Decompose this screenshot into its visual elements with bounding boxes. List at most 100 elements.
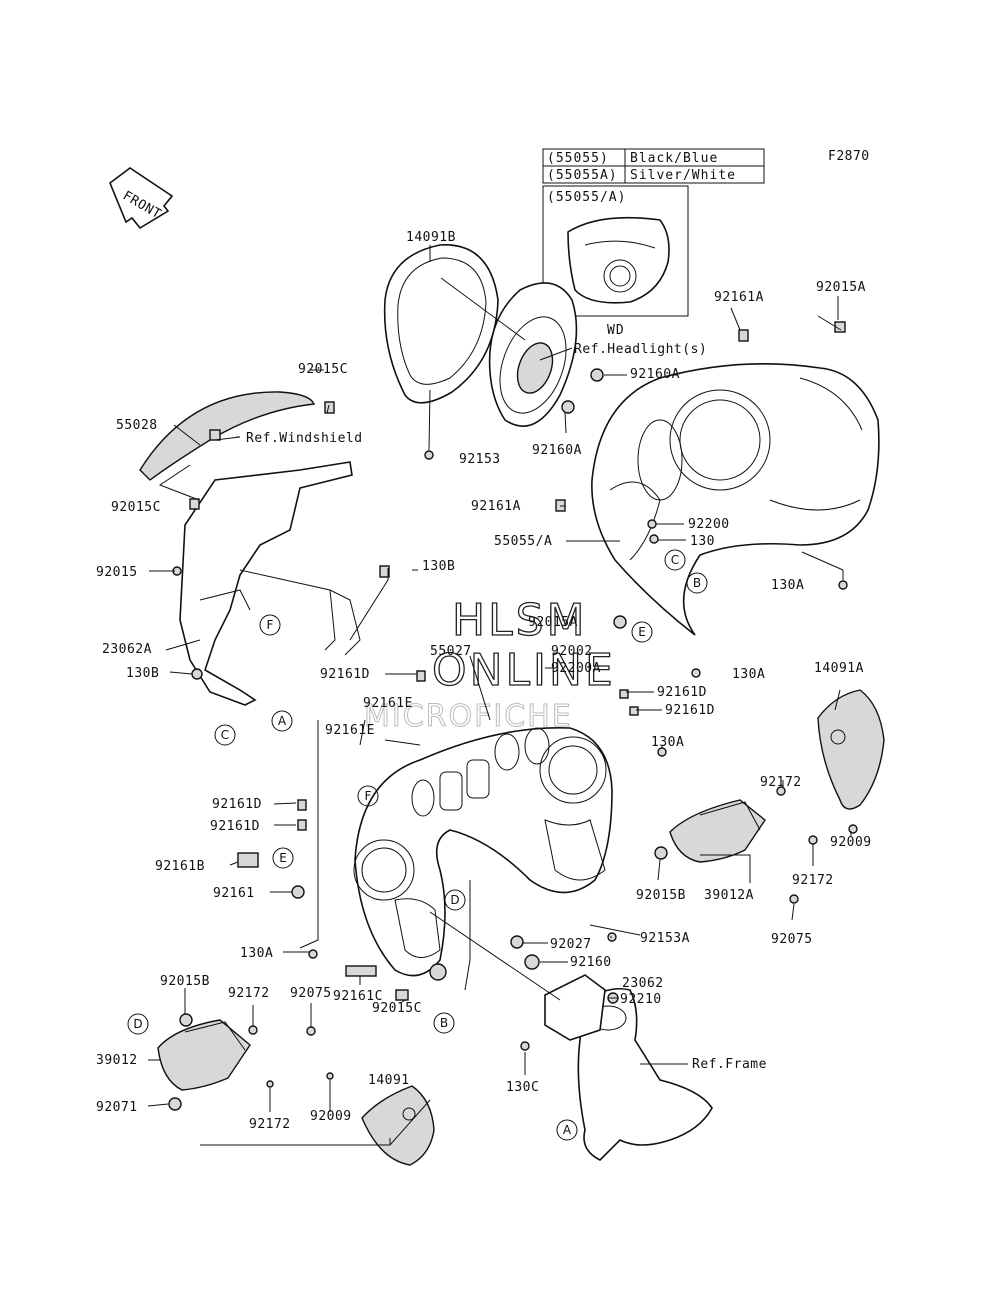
part-label: 92161B [155,859,205,874]
color-row-2-color: Silver/White [630,168,736,183]
inset-caption: WD [607,323,625,338]
part-label: 92161E [363,696,413,711]
callout-c-2 [664,549,686,571]
part-label: 92161A [471,499,521,514]
headlight-housing [488,282,578,427]
part-label: 92172 [228,986,270,1001]
part-label: 92161D [212,797,262,812]
part-label: 14091 [368,1073,410,1088]
part-label: 55028 [116,418,158,433]
part-label: 92161D [665,703,715,718]
part-label: 23062 [622,976,664,991]
part-label: 92161A [714,290,764,305]
color-table: (55055) Black/Blue (55055A) Silver/White… [542,148,765,338]
part-label: 130B [126,666,159,681]
callout-a-2 [556,1119,578,1141]
part-label: 92015A [528,615,578,630]
watermark-line-1: HLSM [452,595,588,646]
part-label: 92172 [792,873,834,888]
leader-lines [147,245,852,1146]
watermark-line-2: ONLINE [432,645,616,696]
speaker-grill-right [817,689,885,810]
part-label: 92210 [620,992,662,1007]
callout-f-1-label: F [267,618,274,632]
callout-circles: F C A C B E F E D B D A [127,549,708,1141]
windshield-trim [139,391,315,481]
ref-headlight: Ref.Headlight(s) [574,342,707,357]
speaker-box-right [669,799,766,863]
part-label: 55055/A [494,534,552,549]
part-label: 23062A [102,642,152,657]
callout-b-1 [686,572,708,594]
part-label: 39012 [96,1053,138,1068]
speaker-box-left [157,1019,251,1091]
part-label: 14091B [406,230,456,245]
part-label: 14091A [814,661,864,676]
callout-c-2-label: C [671,553,679,567]
part-label: 92200 [688,517,730,532]
callout-d-1 [444,889,466,911]
part-label: 92161D [657,685,707,700]
callout-d-2 [127,1013,149,1035]
fairing-bracket [179,461,361,706]
part-label: 92015C [111,500,161,515]
part-label: 39012A [704,888,754,903]
ref-windshield: Ref.Windshield [246,431,363,446]
callout-f-2 [357,785,379,807]
speaker-grill-left [361,1085,435,1166]
part-label: 130A [651,735,684,750]
hardware-markers [168,321,858,1111]
part-label: 92200A [551,661,601,676]
part-label: 92009 [830,835,872,850]
color-row-1-part: (55055) [547,151,609,166]
figure-code: F2870 [828,149,870,164]
part-label: 92075 [290,986,332,1001]
inner-fairing [353,726,613,981]
outer-fairing [591,362,880,636]
callout-f-1 [259,614,281,636]
callout-c-1 [214,724,236,746]
callout-c-1-label: C [221,728,229,742]
callout-d-2-label: D [133,1017,142,1031]
callout-b-2 [433,1012,455,1034]
callout-b-1-label: B [693,576,701,590]
callout-f-2-label: F [365,789,372,803]
callout-e-1 [631,621,653,643]
part-label: 92161C [333,989,383,1004]
part-label: 92161D [210,819,260,834]
callout-a-2-label: A [563,1123,572,1137]
callout-e-1-label: E [638,625,646,639]
callout-e-2-label: E [279,851,287,865]
front-arrow-icon: FRONT [109,167,174,230]
headlight-trim-ring [383,244,499,404]
part-label: 92075 [771,932,813,947]
part-label: 92161E [325,723,375,738]
part-label: 92015B [636,888,686,903]
color-row-2-part: (55055A) [547,168,618,183]
part-label: 92153 [459,452,501,467]
part-label: 92009 [310,1109,352,1124]
callout-e-2 [272,847,294,869]
part-label: 92015A [816,280,866,295]
color-row-1-color: Black/Blue [630,151,718,166]
part-label: 92161 [213,886,255,901]
part-label: 130 [690,534,715,549]
frame [544,974,713,1161]
part-label: 92160A [532,443,582,458]
part-label: 92071 [96,1100,138,1115]
inset-title: (55055/A) [547,190,626,205]
part-label: 92002 [551,644,593,659]
part-label: 92015 [96,565,138,580]
part-label: 130A [240,946,273,961]
part-label: 92027 [550,937,592,952]
callout-a-1-label: A [278,714,287,728]
part-label: 130B [422,559,455,574]
part-label: 92172 [760,775,802,790]
callout-d-1-label: D [450,893,459,907]
part-label: 130A [732,667,765,682]
callout-a-1 [271,710,293,732]
callout-b-2-label: B [440,1016,448,1030]
part-label: 92015B [160,974,210,989]
part-label: 130C [506,1080,539,1095]
